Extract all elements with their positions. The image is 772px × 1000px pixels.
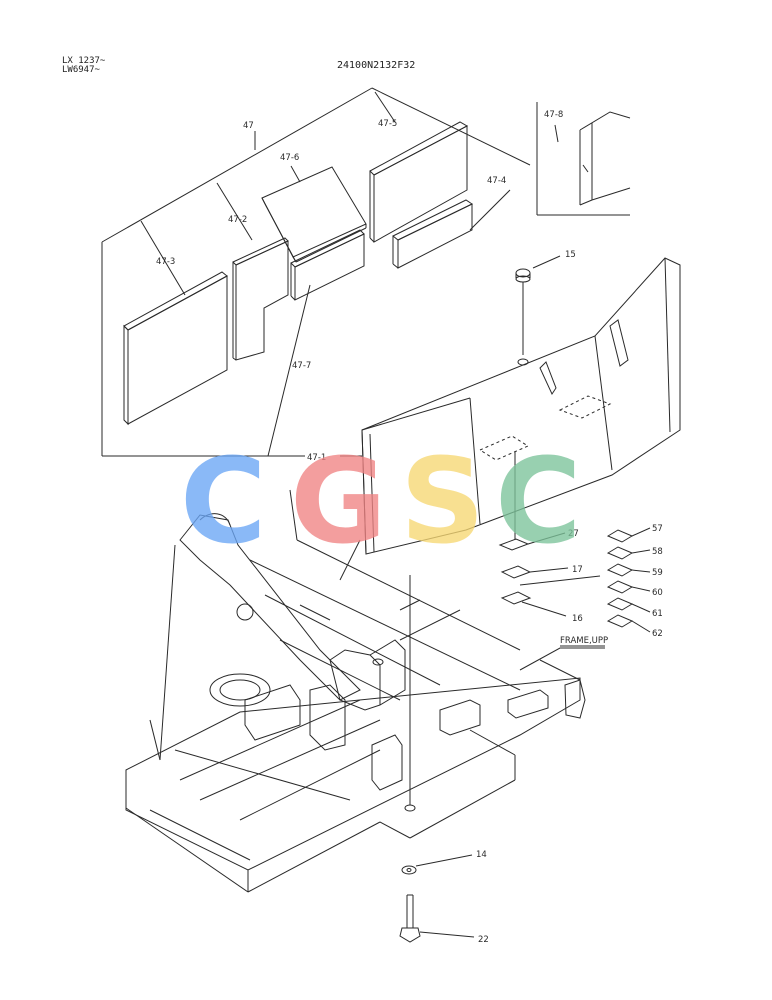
cgsc-watermark: C G S C bbox=[180, 432, 582, 570]
counterweight-cover bbox=[361, 257, 681, 555]
label-frame-upp: FRAME,UPP bbox=[560, 636, 608, 646]
kit-47-bracket bbox=[101, 87, 531, 457]
upper-frame bbox=[125, 489, 605, 893]
label-47-7: 47-7 bbox=[292, 361, 311, 371]
serial-range-2: LW6947~ bbox=[62, 65, 100, 75]
drawing-code: 24100N2132F32 bbox=[337, 60, 416, 71]
part-47-6-pad bbox=[261, 166, 367, 263]
inset-47-8 bbox=[536, 102, 631, 216]
shim-stack bbox=[606, 527, 651, 633]
watermark-letter-g: G bbox=[290, 432, 387, 570]
label-60: 60 bbox=[652, 588, 663, 598]
label-47-2: 47-2 bbox=[228, 215, 247, 225]
part-47-3-panel bbox=[123, 271, 228, 426]
label-27: 27 bbox=[568, 529, 579, 539]
label-47-6: 47-6 bbox=[280, 153, 299, 163]
label-14: 14 bbox=[476, 850, 487, 860]
parts-14-22-bolt bbox=[399, 854, 475, 943]
label-61: 61 bbox=[652, 609, 663, 619]
label-58: 58 bbox=[652, 547, 663, 557]
label-47: 47 bbox=[243, 121, 254, 131]
label-47-1: 47-1 bbox=[307, 453, 326, 463]
label-15: 15 bbox=[565, 250, 576, 260]
part-47-5-plate bbox=[369, 121, 469, 243]
label-62: 62 bbox=[652, 629, 663, 639]
label-57: 57 bbox=[652, 524, 663, 534]
part-47-7-block bbox=[290, 229, 365, 301]
parts-27-17-16 bbox=[498, 452, 601, 617]
callout-labels: 47 47-5 47-6 47-4 47-8 47-2 47-3 47-7 47… bbox=[156, 110, 663, 945]
label-16: 16 bbox=[572, 614, 583, 624]
watermark-letter-c2: C bbox=[495, 432, 582, 570]
label-59: 59 bbox=[652, 568, 663, 578]
label-17: 17 bbox=[572, 565, 583, 575]
watermark-letter-c1: C bbox=[180, 432, 267, 570]
part-47-2-panel bbox=[232, 237, 289, 361]
label-47-4: 47-4 bbox=[487, 176, 506, 186]
label-47-8: 47-8 bbox=[544, 110, 563, 120]
serial-range-1: LX 1237~ bbox=[62, 56, 106, 66]
watermark-letter-s: S bbox=[400, 432, 485, 570]
part-47-4-block bbox=[392, 199, 474, 269]
label-47-5: 47-5 bbox=[378, 119, 397, 129]
part-15-knob bbox=[515, 255, 561, 366]
label-47-3: 47-3 bbox=[156, 257, 175, 267]
label-22: 22 bbox=[478, 935, 489, 945]
